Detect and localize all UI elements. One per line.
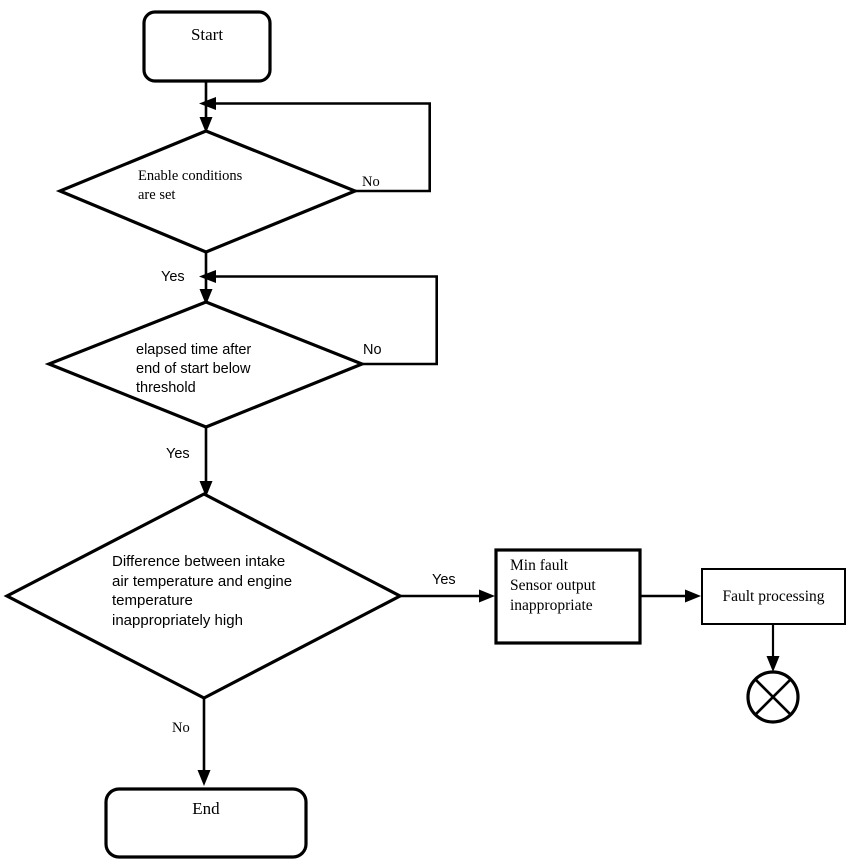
- decision-difference-line-1: Difference between intake: [112, 553, 286, 570]
- node-end-shape[interactable]: [104, 787, 308, 859]
- node-decision-difference-label: Difference between intake air temperature…: [112, 552, 342, 630]
- min-fault-line-2: Sensor output: [510, 577, 596, 595]
- arrowhead-minfault-to-faultprocessing: [685, 589, 701, 603]
- arrowhead-difference-no: [197, 770, 211, 786]
- decision-elapsed-line-2: end of start below: [136, 360, 251, 377]
- arrowhead-enable-no-return: [199, 97, 216, 110]
- min-fault-line-3: inappropriate: [510, 597, 593, 615]
- edge-label-difference-no: No: [172, 720, 190, 736]
- edge-label-elapsed-yes: Yes: [166, 446, 190, 462]
- arrowhead-start-to-enable: [199, 117, 213, 133]
- node-fault-processing-label: Fault processing: [722, 588, 825, 605]
- decision-elapsed-line-3: threshold: [136, 379, 196, 396]
- arrowhead-elapsed-no-return: [199, 270, 216, 283]
- arrowhead-enable-yes: [199, 289, 213, 305]
- arrowhead-difference-yes: [479, 589, 495, 603]
- node-fault-processing-shape[interactable]: [701, 568, 846, 625]
- node-decision-enable-label: Enable conditions are set: [138, 167, 348, 205]
- edge-label-enable-no: No: [362, 174, 380, 190]
- decision-enable-line-2: are set: [138, 186, 176, 203]
- node-min-fault-shape[interactable]: [494, 548, 642, 645]
- node-start-shape[interactable]: [142, 10, 272, 83]
- arrowhead-faultprocessing-to-lamp: [766, 656, 780, 672]
- node-lamp-cross-b: [754, 678, 792, 716]
- arrowhead-elapsed-yes: [199, 481, 213, 497]
- decision-enable-line-1: Enable conditions: [138, 168, 243, 184]
- node-decision-elapsed-label: elapsed time after end of start below thre…: [136, 341, 351, 398]
- edge-label-difference-yes: Yes: [432, 572, 456, 588]
- node-end-label: End: [192, 799, 220, 818]
- decision-elapsed-line-1: elapsed time after: [136, 342, 252, 358]
- decision-difference-line-3: temperature: [112, 592, 193, 609]
- node-start-label: Start: [190, 25, 224, 44]
- edge-label-enable-yes: Yes: [161, 269, 185, 285]
- decision-difference-line-4: inappropriately high: [112, 611, 243, 629]
- decision-difference-line-2: air temperature and engine: [112, 572, 293, 590]
- min-fault-line-1: Min fault: [510, 557, 569, 574]
- edge-label-elapsed-no: No: [363, 342, 382, 358]
